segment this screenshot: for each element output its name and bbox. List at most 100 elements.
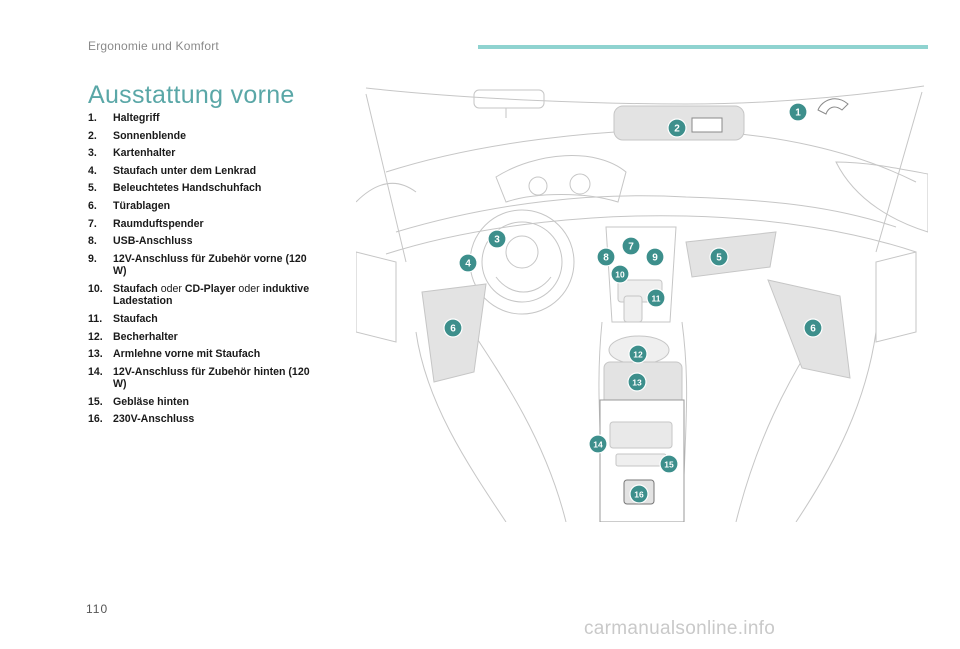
- legend-item-text: 12V-Anschluss für Zubehör vorne (120 W): [113, 253, 320, 278]
- legend-item: 15. Gebläse hinten: [88, 396, 320, 409]
- legend-item: 12. Becherhalter: [88, 331, 320, 344]
- callout-11: 11: [646, 288, 666, 308]
- steering-wheel: [469, 209, 575, 315]
- legend-item-number: 15.: [88, 395, 103, 408]
- section-header: Ergonomie und Komfort: [88, 39, 219, 53]
- callout-6: 6: [803, 318, 823, 338]
- page-number: 110: [86, 602, 109, 616]
- watermark: carmanualsonline.info: [584, 618, 776, 639]
- legend-item-number: 7.: [88, 217, 97, 230]
- callout-3: 3: [487, 229, 507, 249]
- legend-text-part: Staufach unter dem Lenkrad: [113, 164, 257, 177]
- legend-text-part: Staufach: [113, 312, 158, 325]
- legend-item: 11. Staufach: [88, 313, 320, 326]
- callout-4: 4: [458, 253, 478, 273]
- legend-item-number: 3.: [88, 147, 97, 160]
- legend-item: 14. 12V-Anschluss für Zubehör hinten (120…: [88, 366, 320, 391]
- legend-item: 16. 230V-Anschluss: [88, 413, 320, 426]
- legend-item-number: 9.: [88, 252, 97, 265]
- legend-text-part: Staufach: [113, 282, 158, 295]
- instrument-cluster: [495, 155, 627, 203]
- legend-item-text: 12V-Anschluss für Zubehör hinten (120 W): [113, 366, 320, 391]
- legend-text-part: Becherhalter: [113, 330, 178, 343]
- legend-item-text: Becherhalter: [113, 331, 320, 344]
- legend-item-number: 5.: [88, 182, 97, 195]
- callout-label: 11: [652, 294, 661, 304]
- legend-item-number: 16.: [88, 413, 103, 426]
- legend-text-part: CD-Player: [184, 282, 236, 295]
- legend-text-part: Sonnenblende: [113, 129, 186, 142]
- legend-item-text: Haltegriff: [113, 112, 320, 125]
- callout-15: 15: [659, 454, 679, 474]
- legend-item-number: 12.: [88, 330, 103, 343]
- callout-8: 8: [596, 247, 616, 267]
- callout-label: 6: [450, 324, 456, 335]
- legend-text-part: Armlehne vorne mit Staufach: [113, 348, 261, 361]
- legend-text-part: Türablagen: [113, 199, 171, 212]
- callout-7: 7: [621, 236, 641, 256]
- legend-item: 13.Armlehne vorne mit Staufach: [88, 348, 320, 361]
- callout-12: 12: [628, 344, 648, 364]
- legend-item-text: Staufach oder CD-Player oder induktive L…: [113, 283, 320, 308]
- callout-label: 5: [716, 253, 722, 264]
- legend-text-part: Haltegriff: [113, 112, 160, 124]
- callout-13: 13: [627, 372, 647, 392]
- legend-text-part: oder: [157, 282, 185, 295]
- legend-text-part: 230V-Anschluss: [113, 413, 195, 426]
- legend-item-text: Armlehne vorne mit Staufach: [113, 348, 320, 361]
- page-title: Ausstattung vorne: [88, 80, 295, 109]
- legend-item-text: Türablagen: [113, 200, 320, 213]
- legend-text-part: Kartenhalter: [113, 147, 176, 160]
- callout-14: 14: [588, 434, 608, 454]
- legend-item-text: Kartenhalter: [113, 147, 320, 160]
- callout-label: 2: [674, 124, 680, 135]
- callout-label: 1: [795, 108, 801, 119]
- legend-text-part: 12V-Anschluss für Zubehör hinten (120 W): [113, 365, 310, 391]
- header-accent-bar: [478, 45, 928, 49]
- legend-item-number: 8.: [88, 235, 97, 248]
- legend-item-number: 4.: [88, 164, 97, 177]
- legend-item: 7. Raumduftspender: [88, 218, 320, 231]
- right-side-window: [835, 161, 928, 233]
- legend-text-part: induktive Ladestation: [113, 282, 310, 308]
- legend-item-text: Staufach unter dem Lenkrad: [113, 165, 320, 178]
- callout-1: 1: [788, 102, 808, 122]
- legend-item-text: Raumduftspender: [113, 218, 320, 231]
- legend-text-part: Beleuchtetes Handschuhfach: [113, 182, 262, 195]
- grab-handle: [817, 98, 849, 115]
- legend-item-number: 10.: [88, 282, 103, 295]
- legend-text-part: 12V-Anschluss für Zubehör vorne (120 W): [113, 252, 307, 278]
- legend-item: 9. 12V-Anschluss für Zubehör vorne (120 W…: [88, 253, 320, 278]
- legend-text-part: USB-Anschluss: [113, 235, 193, 248]
- callout-5: 5: [709, 247, 729, 267]
- legend-text-part: Raumduftspender: [113, 217, 204, 230]
- legend-text-part: Gebläse hinten: [113, 395, 189, 408]
- legend-item: 6. Türablagen: [88, 200, 320, 213]
- legend-item: 10. Staufach oder CD-Player oder induktiv…: [88, 283, 320, 308]
- callout-label: 15: [664, 460, 674, 470]
- legend-item-number: 2.: [88, 129, 97, 142]
- legend-item-text: Gebläse hinten: [113, 396, 320, 409]
- legend-item-text: USB-Anschluss: [113, 235, 320, 248]
- callout-label: 12: [633, 350, 643, 360]
- legend-item-number: 6.: [88, 199, 97, 212]
- legend-item: 1. Haltegriff: [88, 112, 320, 125]
- equipment-legend-list: 1. Haltegriff 2. Sonnenblende 3. Kartenhalter…: [88, 112, 320, 431]
- callout-label: 6: [810, 324, 816, 335]
- legend-item: 4. Staufach unter dem Lenkrad: [88, 165, 320, 178]
- callout-label: 3: [494, 235, 500, 246]
- legend-item: 5. Beleuchtetes Handschuhfach: [88, 182, 320, 195]
- callout-9: 9: [645, 247, 665, 267]
- legend-item-number: 14.: [88, 365, 103, 378]
- center-console-stack: [605, 226, 677, 323]
- callout-label: 10: [615, 270, 625, 280]
- callout-label: 16: [634, 490, 644, 500]
- legend-item-number: 1.: [88, 112, 97, 124]
- callout-label: 4: [465, 259, 471, 270]
- callout-6: 6: [443, 318, 463, 338]
- callout-16: 16: [629, 484, 649, 504]
- legend-item-number: 11.: [88, 312, 103, 325]
- callout-label: 14: [593, 440, 603, 450]
